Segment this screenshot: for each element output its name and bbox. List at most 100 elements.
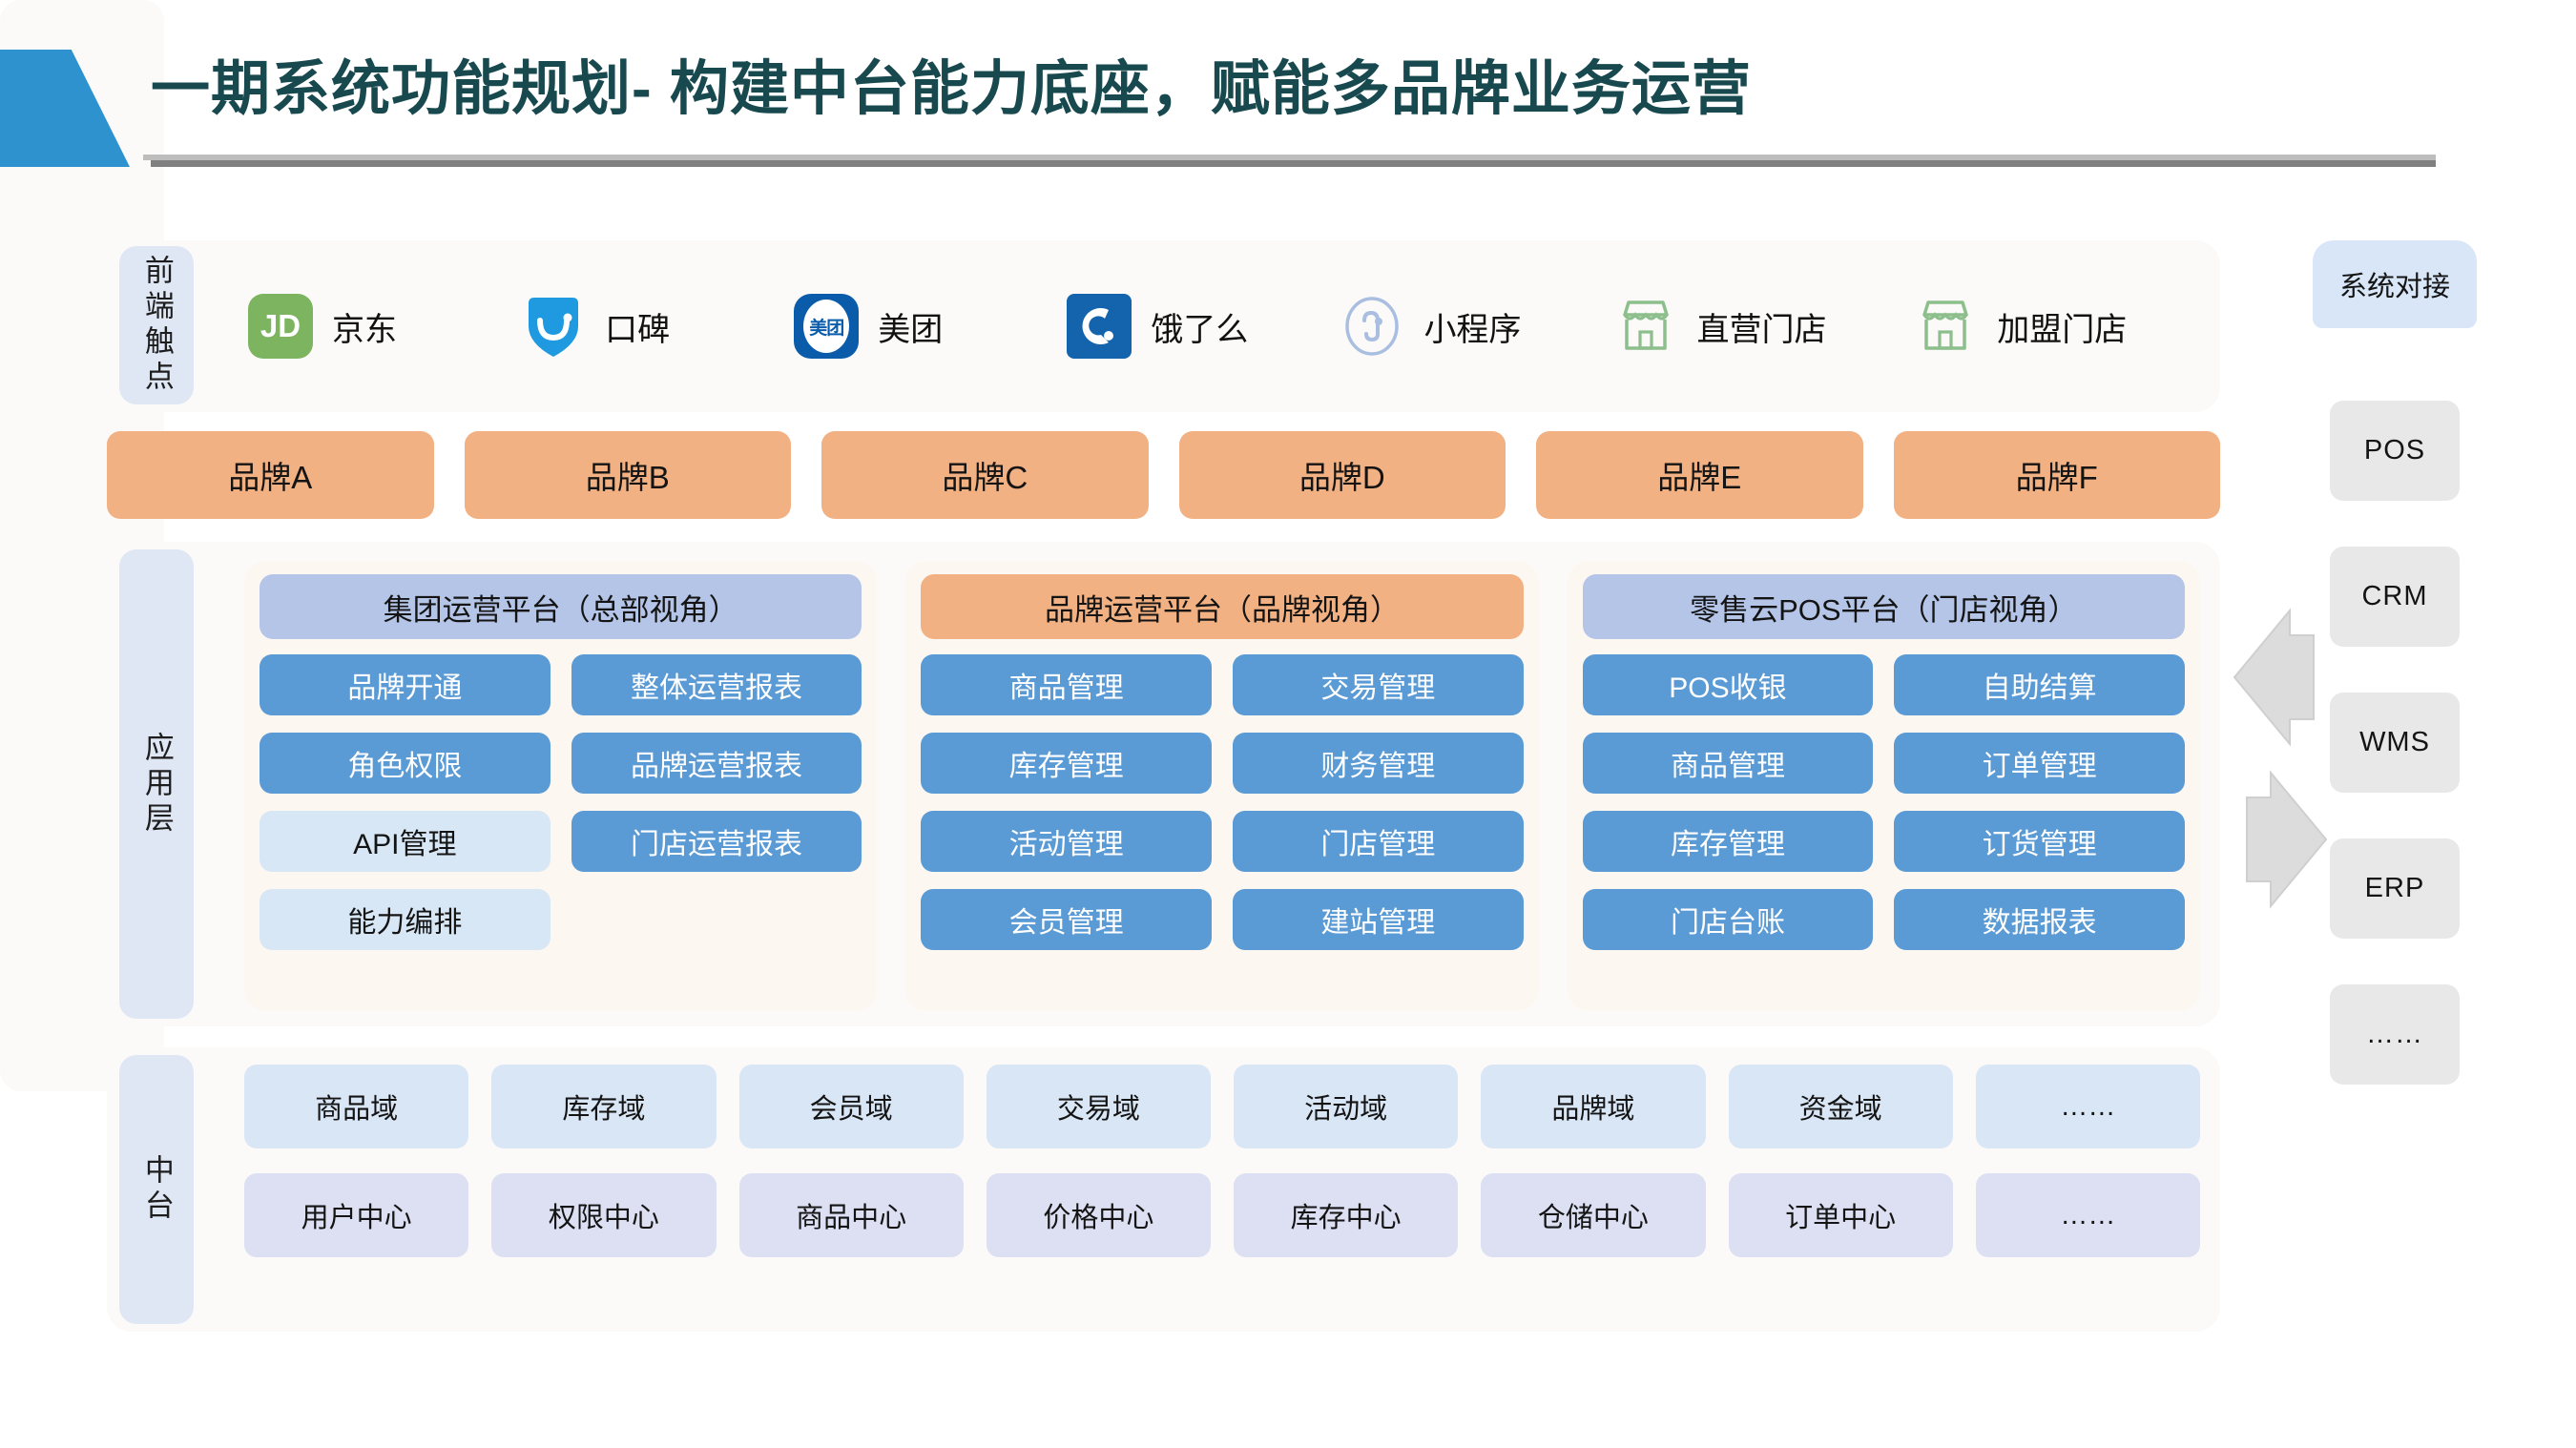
touchpoint-label: 加盟门店 [1997,311,2128,348]
header-accent-shape [0,50,130,167]
domain-box[interactable]: 品牌域 [1481,1065,1706,1148]
meituan-logo-icon: 美团 [794,294,860,359]
touchpoint-label: 直营门店 [1696,311,1827,348]
touchpoint-jd[interactable]: JD 京东 [248,294,521,359]
system-integration-list: POS CRM WMS ERP …… [2330,401,2460,1085]
center-box[interactable]: 价格中心 [986,1173,1211,1257]
module-button[interactable]: 商品管理 [921,654,1212,715]
touchpoint-direct-store[interactable]: 直营门店 [1613,294,1914,359]
platform-card-pos: 零售云POS平台（门店视角） POS收银 自助结算 商品管理 订单管理 库存管理… [1567,561,2200,1011]
module-button[interactable]: 交易管理 [1232,654,1524,715]
module-button[interactable]: API管理 [260,811,551,872]
center-box-more[interactable]: …… [1975,1173,2200,1257]
touchpoint-label: 小程序 [1423,311,1522,348]
touchpoint-miniprogram[interactable]: 小程序 [1340,294,1612,359]
brand-box[interactable]: 品牌D [1178,431,1506,519]
touchpoint-label: 饿了么 [1151,311,1249,348]
domain-box[interactable]: 交易域 [986,1065,1211,1148]
domain-row: 商品域 库存域 会员域 交易域 活动域 品牌域 资金域 …… [244,1065,2200,1148]
system-item-wms[interactable]: WMS [2330,693,2460,793]
touchpoints-label: 前端触点 [119,246,194,404]
domain-box[interactable]: 商品域 [244,1065,469,1148]
platform-cards: 集团运营平台（总部视角） 品牌开通 整体运营报表 角色权限 品牌运营报表 API… [244,561,2200,1011]
system-item-more[interactable]: …… [2330,984,2460,1085]
jd-logo-icon: JD [248,294,313,359]
brand-box[interactable]: 品牌B [464,431,791,519]
domain-box[interactable]: 库存域 [491,1065,717,1148]
center-box[interactable]: 仓储中心 [1481,1173,1706,1257]
platform-title: 集团运营平台（总部视角） [260,574,862,639]
module-button[interactable]: 库存管理 [921,733,1212,794]
center-box[interactable]: 库存中心 [1234,1173,1459,1257]
module-grid: 品牌开通 整体运营报表 角色权限 品牌运营报表 API管理 门店运营报表 能力编… [260,654,862,950]
touchpoint-franchise-store[interactable]: 加盟门店 [1913,294,2213,359]
store-icon [1913,294,1978,359]
center-box[interactable]: 订单中心 [1728,1173,1953,1257]
touchpoint-meituan[interactable]: 美团 美团 [794,294,1067,359]
middle-platform-label: 中台 [119,1055,194,1324]
system-item-crm[interactable]: CRM [2330,547,2460,647]
module-button[interactable]: 能力编排 [260,889,551,950]
touchpoint-label: 口碑 [605,311,671,348]
module-button[interactable]: 库存管理 [1582,811,1874,872]
middle-platform-grid: 商品域 库存域 会员域 交易域 活动域 品牌域 资金域 …… 用户中心 权限中心… [244,1065,2200,1314]
module-button[interactable]: 自助结算 [1894,654,2185,715]
miniprogram-logo-icon [1340,294,1404,359]
center-box[interactable]: 商品中心 [738,1173,964,1257]
middle-platform-label-text: 中台 [139,1154,174,1225]
system-integration-title: 系统对接 [2313,240,2477,328]
platform-card-brand: 品牌运营平台（品牌视角） 商品管理 交易管理 库存管理 财务管理 活动管理 门店… [905,561,1539,1011]
brand-box[interactable]: 品牌C [821,431,1149,519]
arrow-left-icon [2233,608,2315,747]
module-button[interactable]: 商品管理 [1582,733,1874,794]
module-button[interactable]: 角色权限 [260,733,551,794]
domain-box[interactable]: 会员域 [738,1065,964,1148]
application-layer-label: 应用层 [119,549,194,1019]
brand-box[interactable]: 品牌E [1536,431,1863,519]
module-button[interactable]: 财务管理 [1232,733,1524,794]
touchpoint-label: 美团 [878,311,944,348]
module-button[interactable]: 建站管理 [1232,889,1524,950]
store-icon [1613,294,1678,359]
touchpoint-eleme[interactable]: 饿了么 [1067,294,1340,359]
application-layer-label-text: 应用层 [139,731,174,838]
module-grid: POS收银 自助结算 商品管理 订单管理 库存管理 订货管理 门店台账 数据报表 [1582,654,2185,950]
domain-box[interactable]: 资金域 [1728,1065,1953,1148]
module-button[interactable]: 整体运营报表 [571,654,862,715]
module-grid: 商品管理 交易管理 库存管理 财务管理 活动管理 门店管理 会员管理 建站管理 [921,654,1524,950]
module-button[interactable]: 数据报表 [1894,889,2185,950]
domain-box[interactable]: 活动域 [1234,1065,1459,1148]
center-box[interactable]: 权限中心 [491,1173,717,1257]
system-item-erp[interactable]: ERP [2330,838,2460,939]
module-button[interactable]: 门店管理 [1232,811,1524,872]
touchpoints-list: JD 京东 口碑 美团 美团 [248,240,2213,412]
eleme-logo-icon [1067,294,1132,359]
touchpoints-label-text: 前端触点 [139,255,174,396]
system-item-pos[interactable]: POS [2330,401,2460,501]
touchpoint-label: 京东 [332,311,397,348]
module-button[interactable]: POS收银 [1582,654,1874,715]
module-button[interactable]: 品牌运营报表 [571,733,862,794]
header-rule [151,160,2436,167]
brand-row: 品牌A 品牌B 品牌C 品牌D 品牌E 品牌F [107,431,2220,519]
brand-box[interactable]: 品牌F [1893,431,2220,519]
module-button[interactable]: 活动管理 [921,811,1212,872]
touchpoint-koubei[interactable]: 口碑 [521,294,794,359]
slide-header: 一期系统功能规划- 构建中台能力底座，赋能多品牌业务运营 [0,0,2576,181]
platform-title: 品牌运营平台（品牌视角） [921,574,1524,639]
center-box[interactable]: 用户中心 [244,1173,469,1257]
module-button[interactable]: 会员管理 [921,889,1212,950]
domain-box-more[interactable]: …… [1975,1065,2200,1148]
module-button[interactable]: 门店运营报表 [571,811,862,872]
touchpoints-band [107,240,2220,412]
koubei-logo-icon [521,294,586,359]
module-button[interactable]: 订单管理 [1894,733,2185,794]
module-button[interactable]: 门店台账 [1582,889,1874,950]
brand-box[interactable]: 品牌A [107,431,434,519]
arrow-right-icon [2246,770,2328,909]
platform-card-group: 集团运营平台（总部视角） 品牌开通 整体运营报表 角色权限 品牌运营报表 API… [244,561,878,1011]
module-placeholder [571,889,862,950]
module-button[interactable]: 订货管理 [1894,811,2185,872]
module-button[interactable]: 品牌开通 [260,654,551,715]
